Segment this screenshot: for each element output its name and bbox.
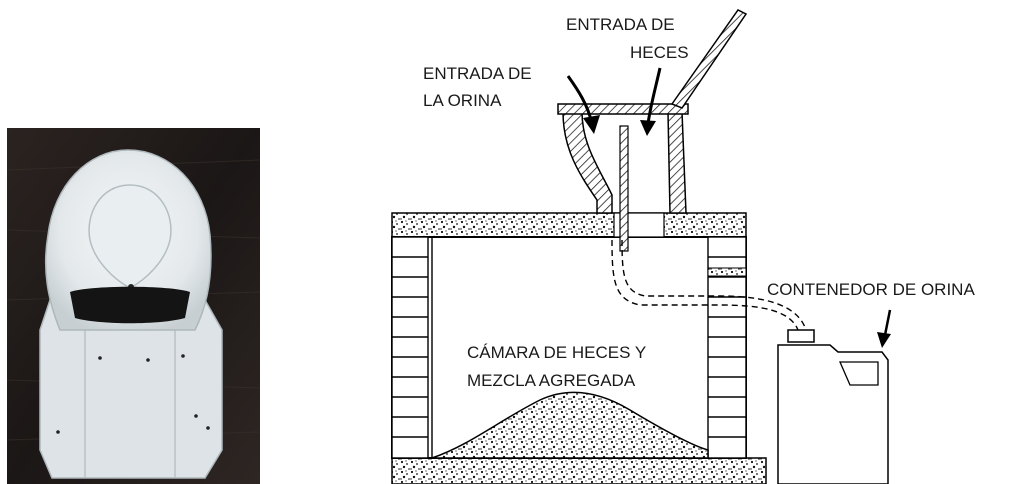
- container-handle: [839, 361, 879, 386]
- faeces-inlet-arrowhead: [640, 120, 656, 136]
- pedestal-right-wall: [667, 111, 687, 214]
- urine-pipe: [611, 239, 799, 331]
- seat-rim: [557, 103, 689, 115]
- toilet-pedestal-facet: [84, 330, 176, 478]
- urine-container: [777, 329, 889, 484]
- faeces-inlet-label-line2: HECES: [630, 43, 689, 62]
- right-wall-cap: [707, 267, 747, 277]
- urine-inlet-label-line2: LA ORINA: [423, 91, 502, 110]
- left-brick-wall: [391, 236, 429, 459]
- faeces-opening: [70, 286, 190, 324]
- urine-inlet-arrowhead: [583, 115, 600, 134]
- toilet-lid: [670, 9, 748, 109]
- chamber-label-line2: MEZCLA AGREGADA: [467, 371, 636, 390]
- compost-heap: [431, 391, 709, 459]
- container-arrowhead: [877, 332, 891, 348]
- composting-toilet-diagram: ENTRADA DE HECES ENTRADA DE LA ORINA CON…: [391, 9, 975, 484]
- urine-container-label: CONTENEDOR DE ORINA: [767, 280, 975, 299]
- mounting-holes: [56, 354, 210, 434]
- urine-pipe-2: [621, 239, 807, 331]
- urine-inlet-label-line1: ENTRADA DE: [423, 64, 532, 83]
- top-slab: [391, 212, 747, 238]
- container-cap: [787, 329, 815, 343]
- pedestal-left-wall: [562, 111, 613, 214]
- floor-slab: [391, 457, 767, 484]
- faeces-inlet-label-line1: ENTRADA DE: [566, 15, 675, 34]
- urine-divider: [619, 125, 629, 252]
- chamber-label-line1: CÁMARA DE HECES Y: [467, 343, 646, 362]
- toilet-photo: [6, 128, 261, 484]
- faeces-inlet-arrow: [646, 67, 662, 125]
